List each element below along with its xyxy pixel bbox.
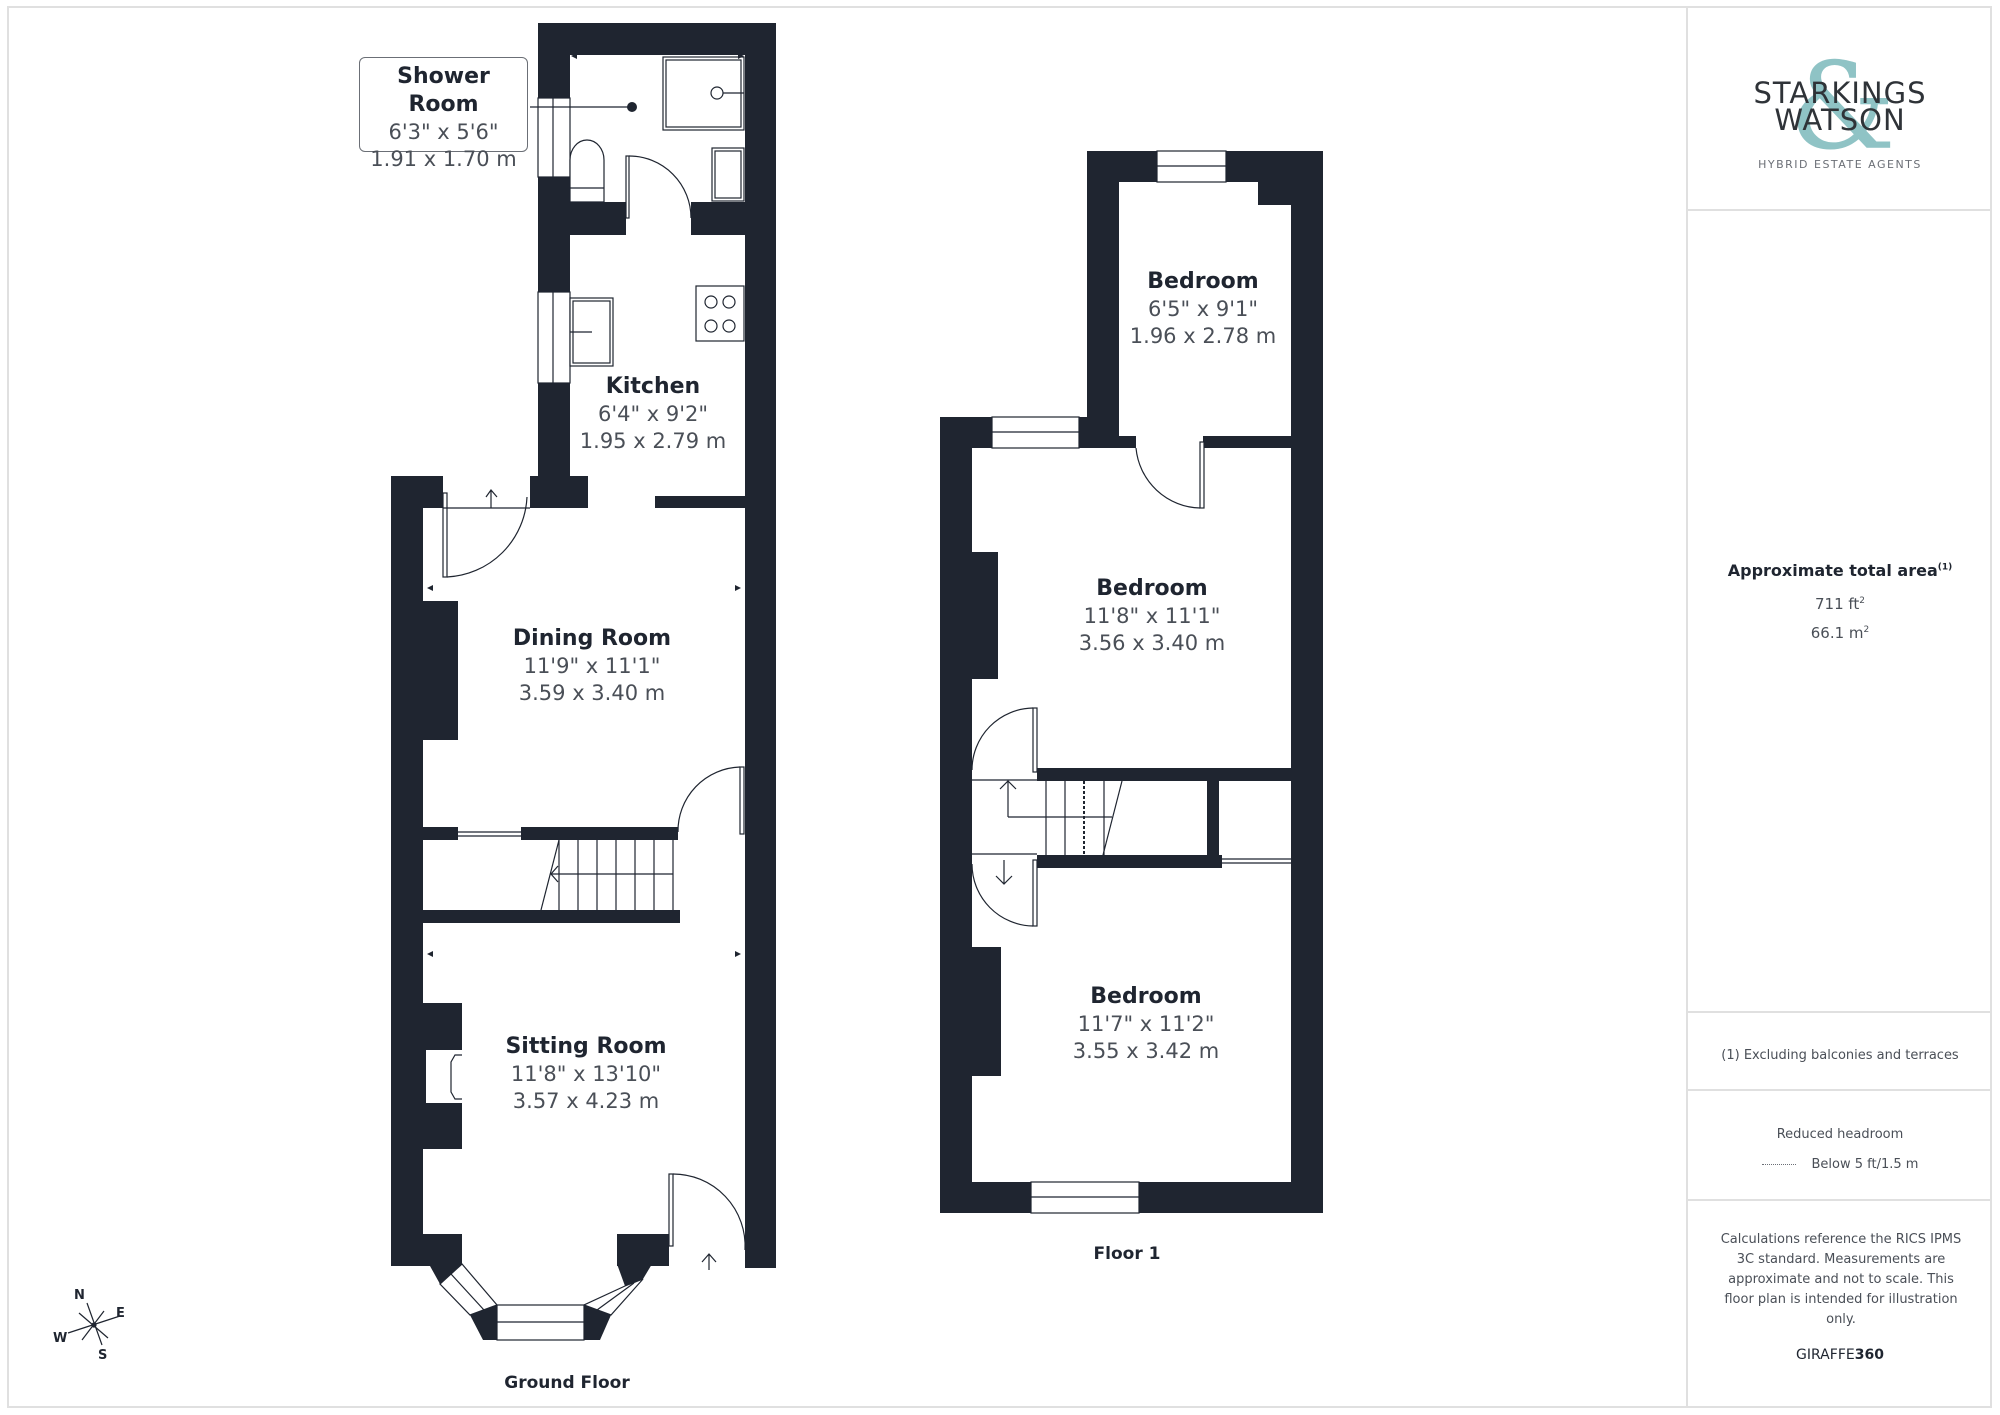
compass-icon xyxy=(67,1302,121,1346)
room-name: Bedroom xyxy=(1090,984,1202,1009)
footnote-text: (1) Excluding balconies and terraces xyxy=(1721,1048,1959,1063)
kitchen-label: Kitchen 6'4" x 9'2" 1.95 x 2.79 m xyxy=(580,373,726,455)
headroom-legend-text: Below 5 ft/1.5 m xyxy=(1811,1157,1919,1172)
floor-plan-drawing xyxy=(67,23,1323,1346)
room-name: Shower Room xyxy=(397,64,490,117)
compass-north: N xyxy=(74,1288,85,1303)
dining-room-label: Dining Room 11'9" x 11'1" 3.59 x 3.40 m xyxy=(513,625,671,707)
area-sqm: 66.1 m2 xyxy=(1688,624,1992,642)
room-dim-metric: 3.56 x 3.40 m xyxy=(1078,631,1226,655)
info-panel: & STARKINGS WATSON HYBRID ESTATE AGENTS … xyxy=(1686,6,1992,1408)
ampersand-icon: & xyxy=(1789,38,1896,177)
room-dim-metric: 1.95 x 2.79 m xyxy=(579,429,727,453)
brand-mark: GIRAFFE360 xyxy=(1688,1347,1992,1363)
area-footnote-mark: (1) xyxy=(1937,562,1953,573)
agent-logo: & STARKINGS WATSON HYBRID ESTATE AGENTS xyxy=(1688,6,1992,209)
room-dim-imperial: 6'5" x 9'1" xyxy=(1147,297,1259,321)
panel-divider xyxy=(1688,209,1992,211)
ground-floor-label: Ground Floor xyxy=(504,1373,630,1393)
shower-room-callout: Shower Room 6'3" x 5'6" 1.91 x 1.70 m xyxy=(359,57,528,171)
room-dim-metric: 3.57 x 4.23 m xyxy=(512,1089,660,1113)
room-name: Kitchen xyxy=(605,374,701,399)
area-title-text: Approximate total area xyxy=(1727,561,1938,580)
room-name: Bedroom xyxy=(1147,269,1259,294)
room-dim-imperial: 11'7" x 11'2" xyxy=(1077,1012,1215,1036)
room-dim-imperial: 11'8" x 13'10" xyxy=(510,1062,662,1086)
compass-east: E xyxy=(116,1306,125,1321)
dotted-line-icon xyxy=(1761,1164,1796,1165)
brand-light: GIRAFFE xyxy=(1796,1347,1855,1363)
room-name: Bedroom xyxy=(1096,576,1208,601)
page-frame xyxy=(7,6,1992,1408)
ground-floor-fixtures xyxy=(426,56,746,1341)
logo-line-2: WATSON xyxy=(1774,103,1906,137)
ground-floor-walls xyxy=(391,23,776,1340)
logo-line-1: STARKINGS xyxy=(1753,76,1927,110)
area-sqm-sup: 2 xyxy=(1863,625,1870,635)
area-title: Approximate total area(1) xyxy=(1688,561,1992,580)
floor-1-fixtures xyxy=(971,150,1291,1214)
room-dim-imperial: 11'9" x 11'1" xyxy=(523,654,661,678)
room-dim-metric: 1.91 x 1.70 m xyxy=(370,147,517,171)
panel-divider xyxy=(1688,1199,1992,1201)
bedroom-small-label: Bedroom 6'5" x 9'1" 1.96 x 2.78 m xyxy=(1130,268,1276,350)
room-dim-imperial: 6'3" x 5'6" xyxy=(388,120,499,144)
brand-bold: 360 xyxy=(1854,1347,1884,1363)
room-dim-imperial: 6'4" x 9'2" xyxy=(597,402,709,426)
compass-south: S xyxy=(98,1348,108,1363)
bedroom-front-label: Bedroom 11'7" x 11'2" 3.55 x 3.42 m xyxy=(1073,983,1219,1065)
area-sqft-sup: 2 xyxy=(1859,596,1866,606)
room-name: Sitting Room xyxy=(505,1034,667,1059)
panel-divider xyxy=(1688,1011,1992,1013)
logo-tagline: HYBRID ESTATE AGENTS xyxy=(1758,158,1922,171)
headroom-legend: Below 5 ft/1.5 m xyxy=(1688,1157,1992,1172)
room-dim-imperial: 11'8" x 11'1" xyxy=(1083,604,1221,628)
room-dim-metric: 3.59 x 3.40 m xyxy=(518,681,666,705)
floor-1-label: Floor 1 xyxy=(1093,1244,1161,1264)
compass-west: W xyxy=(53,1331,68,1346)
area-sqft-value: 711 ft xyxy=(1814,595,1860,613)
sitting-room-label: Sitting Room 11'8" x 13'10" 3.57 x 4.23 … xyxy=(505,1033,666,1115)
panel-divider xyxy=(1688,1089,1992,1091)
bedroom-middle-label: Bedroom 11'8" x 11'1" 3.56 x 3.40 m xyxy=(1079,575,1225,657)
area-sqft: 711 ft2 xyxy=(1688,595,1992,613)
room-dim-metric: 1.96 x 2.78 m xyxy=(1129,324,1277,348)
room-name: Dining Room xyxy=(512,626,672,651)
disclaimer-text: Calculations reference the RICS IPMS 3C … xyxy=(1720,1232,1962,1327)
headroom-title: Reduced headroom xyxy=(1776,1127,1904,1142)
area-sqm-value: 66.1 m xyxy=(1810,624,1864,642)
ground-floor-dimension-markers xyxy=(427,53,744,957)
room-dim-metric: 3.55 x 3.42 m xyxy=(1072,1039,1220,1063)
